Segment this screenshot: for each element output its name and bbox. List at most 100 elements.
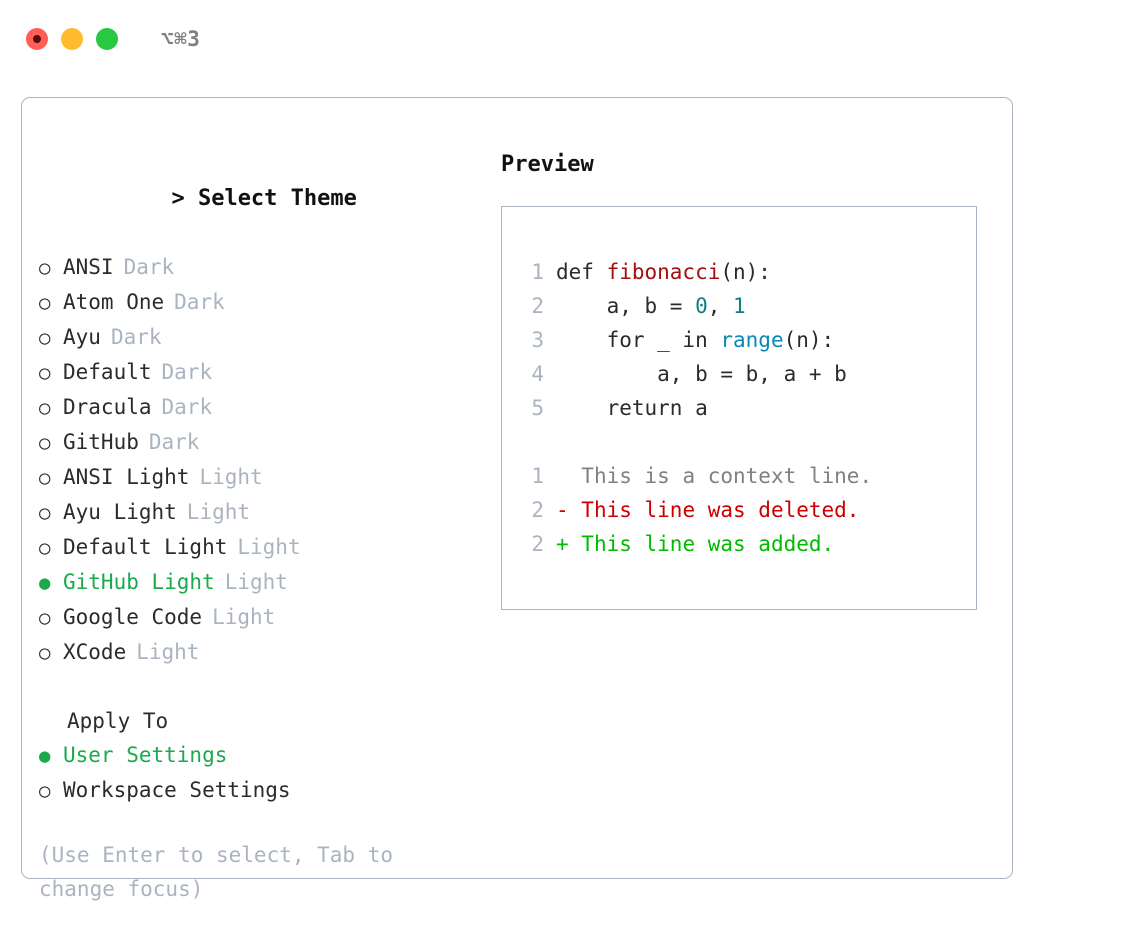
code-line: 3 for _ in range(n):	[518, 323, 976, 357]
theme-option-label: Dracula	[63, 395, 152, 419]
radio-unselected-icon: ○	[39, 327, 51, 349]
theme-option-kind: Dark	[123, 255, 175, 279]
apply-to-header: Apply To	[67, 709, 169, 733]
theme-option-github[interactable]: ○ GitHub Dark	[39, 425, 489, 460]
code-token-plain: (n):	[783, 328, 835, 352]
radio-unselected-icon: ○	[39, 607, 51, 629]
code-line-content: return a	[556, 391, 708, 425]
code-line-number: 4	[531, 362, 544, 386]
prompt-marker: >	[171, 186, 185, 211]
diff-marker: +	[556, 532, 569, 556]
theme-option-kind: Dark	[110, 325, 162, 349]
title-bar: ⌥⌘3	[0, 0, 1140, 78]
theme-option-kind: Light	[186, 500, 251, 524]
code-token-plain: a, b = b, a + b	[556, 362, 847, 386]
keyboard-shortcut-label: ⌥⌘3	[161, 27, 201, 51]
apply-to-option-workspace-settings[interactable]: ○Workspace Settings	[39, 773, 489, 808]
theme-option-default-light[interactable]: ○ Default Light Light	[39, 530, 489, 565]
code-line: 2 a, b = 0, 1	[518, 289, 976, 323]
code-diff-separator	[518, 425, 976, 459]
radio-unselected-icon: ○	[39, 467, 51, 489]
code-token-plain: for _ in	[556, 328, 721, 352]
theme-option-label: ANSI	[63, 255, 114, 279]
code-line: 4 a, b = b, a + b	[518, 357, 976, 391]
radio-unselected-icon: ○	[39, 502, 51, 524]
theme-option-kind: Light	[237, 535, 301, 559]
radio-unselected-icon: ○	[39, 537, 51, 559]
radio-unselected-icon: ○	[39, 397, 51, 419]
diff-line-text: This line was deleted.	[568, 498, 860, 522]
code-line-number: 1	[531, 260, 544, 284]
theme-option-kind: Dark	[161, 395, 213, 419]
theme-option-atom-one[interactable]: ○ Atom One Dark	[39, 285, 489, 320]
code-token-num: 1	[733, 294, 746, 318]
theme-option-ansi-light[interactable]: ○ ANSI Light Light	[39, 460, 489, 495]
code-line-content: a, b = b, a + b	[556, 357, 847, 391]
theme-option-kind: Light	[212, 605, 276, 629]
apply-to-option-label: Workspace Settings	[63, 778, 291, 802]
theme-option-label: ANSI Light	[63, 465, 190, 489]
diff-line-text: This line was added.	[568, 532, 835, 556]
theme-option-label: Default	[63, 360, 152, 384]
theme-option-label: Ayu Light	[63, 500, 177, 524]
code-line: 1 def fibonacci(n):	[518, 255, 976, 289]
radio-unselected-icon: ○	[39, 432, 51, 454]
theme-option-xcode[interactable]: ○ XCode Light	[39, 635, 489, 670]
code-line-number: 2	[531, 294, 544, 318]
theme-option-dracula[interactable]: ○ Dracula Dark	[39, 390, 489, 425]
diff-line-number: 2	[531, 532, 544, 556]
window-controls	[26, 28, 118, 50]
code-token-call: range	[720, 328, 784, 352]
diff-line-add: 2 + This line was added.	[518, 527, 976, 561]
code-token-plain: ,	[707, 294, 734, 318]
code-line-content: def fibonacci(n):	[556, 255, 771, 289]
diff-marker	[556, 459, 569, 493]
code-line: 5 return a	[518, 391, 976, 425]
theme-option-google-code[interactable]: ○ Google Code Light	[39, 600, 489, 635]
diff-line-number: 2	[531, 498, 544, 522]
minimize-button[interactable]	[61, 28, 83, 50]
code-line-number: 5	[531, 396, 544, 420]
theme-option-kind: Dark	[148, 430, 200, 454]
diff-line-number: 1	[531, 464, 544, 488]
close-button[interactable]	[26, 28, 48, 50]
theme-option-label: Google Code	[63, 605, 203, 629]
theme-option-label: GitHub Light	[63, 570, 215, 594]
theme-option-kind: Light	[199, 465, 263, 489]
diff-line-text: This is a context line.	[568, 464, 873, 488]
code-token-plain: return a	[556, 396, 708, 420]
diff-marker: -	[556, 498, 569, 522]
radio-unselected-icon: ○	[39, 292, 51, 314]
radio-selected-icon: ●	[39, 572, 51, 594]
code-token-num: 0	[695, 294, 708, 318]
radio-selected-icon: ●	[39, 745, 51, 767]
apply-to-option-label: User Settings	[63, 743, 228, 767]
theme-option-label: Default Light	[63, 535, 228, 559]
theme-option-label: Atom One	[63, 290, 165, 314]
code-line-content: a, b = 0, 1	[556, 289, 746, 323]
preview-title: Preview	[501, 152, 594, 177]
theme-option-kind: Dark	[174, 290, 225, 314]
maximize-button[interactable]	[96, 28, 118, 50]
radio-unselected-icon: ○	[39, 642, 51, 664]
theme-option-kind: Light	[136, 640, 200, 664]
select-theme-title: Select Theme	[197, 186, 357, 211]
apply-to-option-user-settings[interactable]: ● User Settings	[39, 738, 489, 773]
theme-option-ayu-light[interactable]: ○ Ayu Light Light	[39, 495, 489, 530]
theme-option-label: XCode	[63, 640, 127, 664]
theme-option-label: GitHub	[63, 430, 139, 454]
keyboard-hint-text: (Use Enter to select, Tab to change focu…	[39, 843, 406, 901]
code-token-plain: def	[556, 260, 607, 284]
code-token-plain: a, b =	[556, 294, 696, 318]
diff-line-ctx: 1 This is a context line.	[518, 459, 976, 493]
